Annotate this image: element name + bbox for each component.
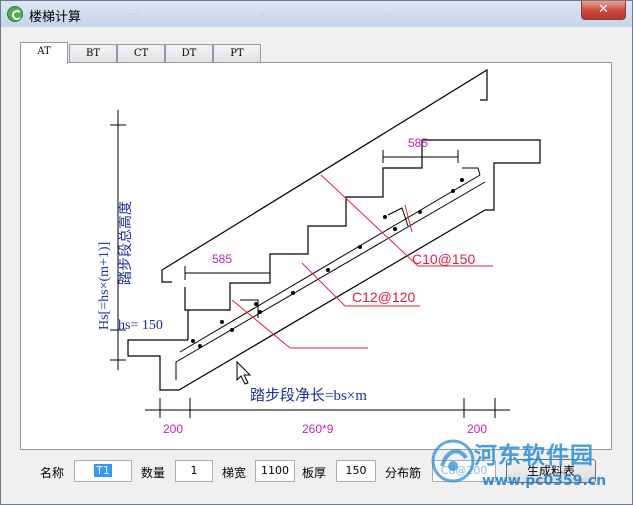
quantity-label: 数量 [141, 466, 166, 480]
background-tab: ... [381, 7, 391, 18]
stair-diagram: 585 585 C10@150 C12@120 hs= 150 Hs[=hs×(… [97, 68, 541, 436]
window-title: 楼梯计算 [29, 10, 82, 25]
name-input-value: T1 [94, 464, 112, 477]
tab-ct[interactable]: CT [117, 44, 165, 63]
slab-bottom [127, 209, 486, 391]
dim-height [110, 110, 126, 370]
dim-mid-label: 585 [212, 252, 232, 266]
top-rebar [179, 174, 481, 353]
dim-bottom [145, 398, 510, 418]
mouse-cursor-icon [236, 360, 252, 385]
watermark-logo-icon [431, 439, 475, 483]
width-input[interactable]: 1100 [255, 460, 295, 482]
close-button[interactable]: ✕ [581, 1, 626, 20]
upper-hook [462, 167, 481, 176]
leader-c10-a [404, 204, 413, 233]
width-label: 梯宽 [222, 466, 247, 480]
watermark-title: 河东软件园 [474, 442, 594, 469]
rebar-c10-label: C10@150 [412, 251, 475, 267]
diagram-panel [20, 62, 612, 450]
dim-mid-585 [184, 266, 271, 280]
distribution-rebar-label: 分布筋 [385, 466, 422, 480]
background-tab: ... [129, 7, 139, 18]
height-formula: Hs[=hs×(m+1)] [97, 242, 112, 330]
upper-landing [458, 139, 541, 211]
quantity-input[interactable]: 1 [175, 460, 213, 482]
tab-dt[interactable]: DT [165, 44, 213, 63]
thickness-label: 板厚 [302, 466, 327, 480]
name-input[interactable]: T1 [74, 460, 132, 482]
step-profile [184, 139, 458, 311]
app-logo-icon [7, 6, 23, 22]
dim-left-label: 200 [163, 422, 183, 436]
leader-c12 [301, 262, 420, 307]
watermark: 河东软件园 www.pc0359.cn [430, 436, 630, 492]
upper-anchor-2 [387, 207, 409, 227]
dim-top-585 [382, 150, 459, 163]
dim-right-label: 200 [467, 422, 487, 436]
leader-c10 [320, 174, 493, 267]
title-bar: 楼梯计算 ... ... ... ✕ [1, 1, 632, 27]
tab-at[interactable]: AT [20, 42, 68, 64]
hs-label: hs= 150 [118, 318, 163, 333]
leader-c12-a [231, 299, 368, 349]
dim-center-label: 260*9 [302, 422, 334, 436]
dim-top-label: 585 [408, 136, 428, 150]
length-label: 踏步段净长=bs×m [250, 387, 367, 404]
lower-landing-left [161, 270, 172, 283]
tab-pt[interactable]: PT [213, 44, 261, 63]
form-row: 名称 T1 数量 1 梯宽 1100 板厚 150 分布筋 C8@200 生成料… [0, 458, 633, 488]
background-tab: ... [259, 7, 269, 18]
thickness-input[interactable]: 150 [336, 460, 376, 482]
watermark-url: www.pc0359.cn [482, 473, 607, 489]
generate-table-button[interactable]: 生成料表 [506, 459, 596, 483]
rebar-c12-label: C12@120 [352, 289, 415, 305]
bottom-rebar [175, 181, 486, 380]
name-label: 名称 [40, 466, 65, 480]
upper-slab-outline [161, 68, 488, 271]
tab-bt[interactable]: BT [69, 44, 117, 63]
height-title: 踏步段总高度 [117, 201, 134, 285]
